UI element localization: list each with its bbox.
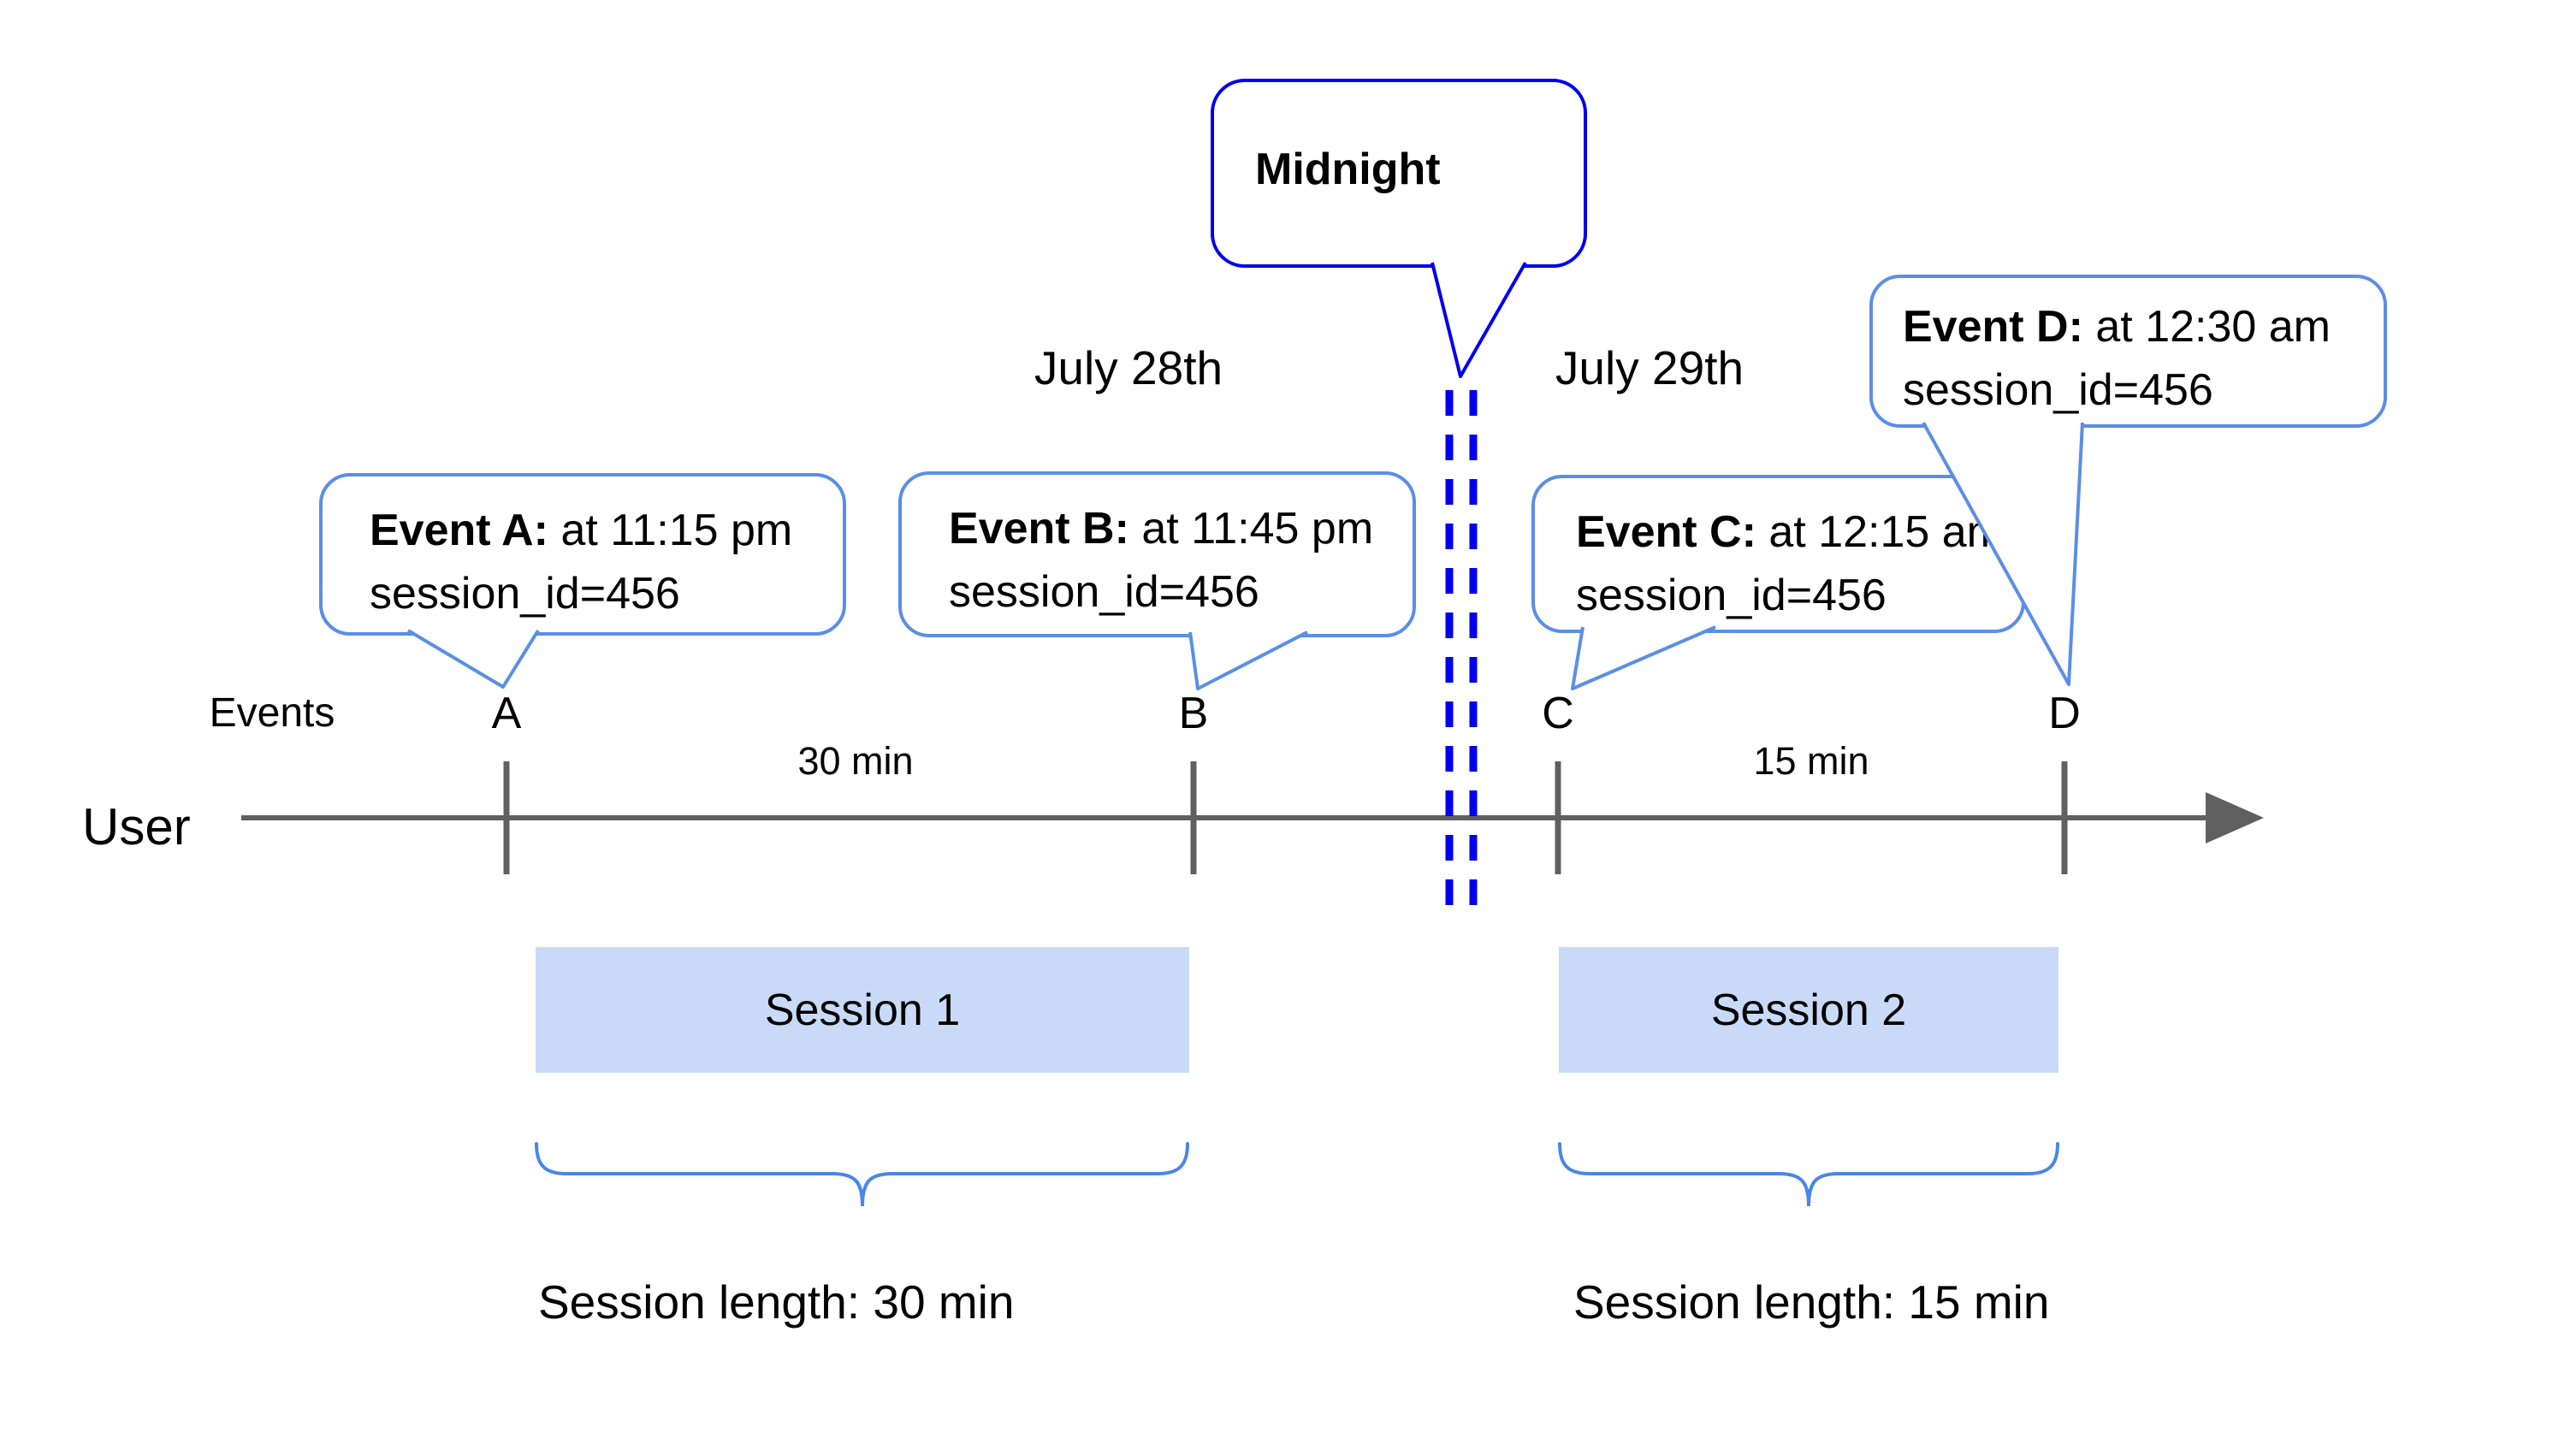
event-c-time: at 12:15 am (1768, 507, 2004, 557)
session-2-label: Session 2 (1710, 985, 1907, 1035)
event-c-callout: Event C: at 12:15 am session_id=456 (1531, 475, 2025, 633)
event-c-text: Event C: at 12:15 am session_id=456 (1535, 478, 2022, 627)
tick-label-b: B (1178, 689, 1209, 738)
event-a-callout: Event A: at 11:15 pm session_id=456 (319, 473, 846, 636)
date-label-july-29: July 29th (1555, 341, 1744, 394)
event-d-time: at 12:30 am (2095, 302, 2331, 352)
event-b-callout: Event B: at 11:45 pm session_id=456 (898, 471, 1416, 637)
event-d-title: Event D: (1903, 302, 2083, 352)
session-1-bar: Session 1 (536, 947, 1189, 1073)
event-b-callout-tail (1188, 630, 1308, 690)
event-d-callout: Event D: at 12:30 am session_id=456 (1869, 275, 2387, 428)
event-a-time: at 11:15 pm (560, 506, 793, 555)
interval-label-30min: 30 min (797, 739, 914, 783)
event-d-text: Event D: at 12:30 am session_id=456 (1873, 278, 2384, 422)
session-1-label: Session 1 (764, 985, 961, 1035)
event-a-session-id: session_id=456 (370, 569, 680, 619)
events-axis-label: Events (209, 690, 335, 736)
event-a-callout-tail (406, 629, 540, 689)
event-c-callout-tail (1571, 625, 1716, 690)
session-1-brace (535, 1142, 1189, 1207)
timeline-arrowhead-icon (2206, 792, 2264, 843)
interval-label-15min: 15 min (1753, 739, 1869, 783)
tick-label-c: C (1542, 689, 1574, 738)
event-c-title: Event C: (1576, 507, 1756, 557)
date-label-july-28: July 28th (1034, 341, 1223, 394)
event-d-session-id: session_id=456 (1903, 365, 2213, 415)
tick-label-a: A (491, 689, 522, 738)
midnight-label: Midnight (1255, 145, 1441, 194)
midnight-callout: Midnight (1211, 79, 1587, 268)
session-2-length-label: Session length: 15 min (1573, 1275, 2050, 1329)
tick-label-d: D (2048, 689, 2081, 738)
event-b-time: at 11:45 pm (1141, 504, 1374, 553)
event-a-text: Event A: at 11:15 pm session_id=456 (323, 476, 843, 625)
event-b-title: Event B: (949, 504, 1129, 553)
event-a-title: Event A: (370, 506, 548, 555)
event-c-session-id: session_id=456 (1576, 571, 1887, 620)
event-b-text: Event B: at 11:45 pm session_id=456 (902, 475, 1413, 624)
session-2-bar: Session 2 (1559, 947, 2058, 1073)
session-1-length-label: Session length: 30 min (538, 1275, 1015, 1329)
session-2-brace (1558, 1142, 2059, 1207)
user-axis-label: User (82, 798, 191, 855)
event-b-session-id: session_id=456 (949, 567, 1259, 617)
midnight-callout-tail (1431, 262, 1527, 378)
